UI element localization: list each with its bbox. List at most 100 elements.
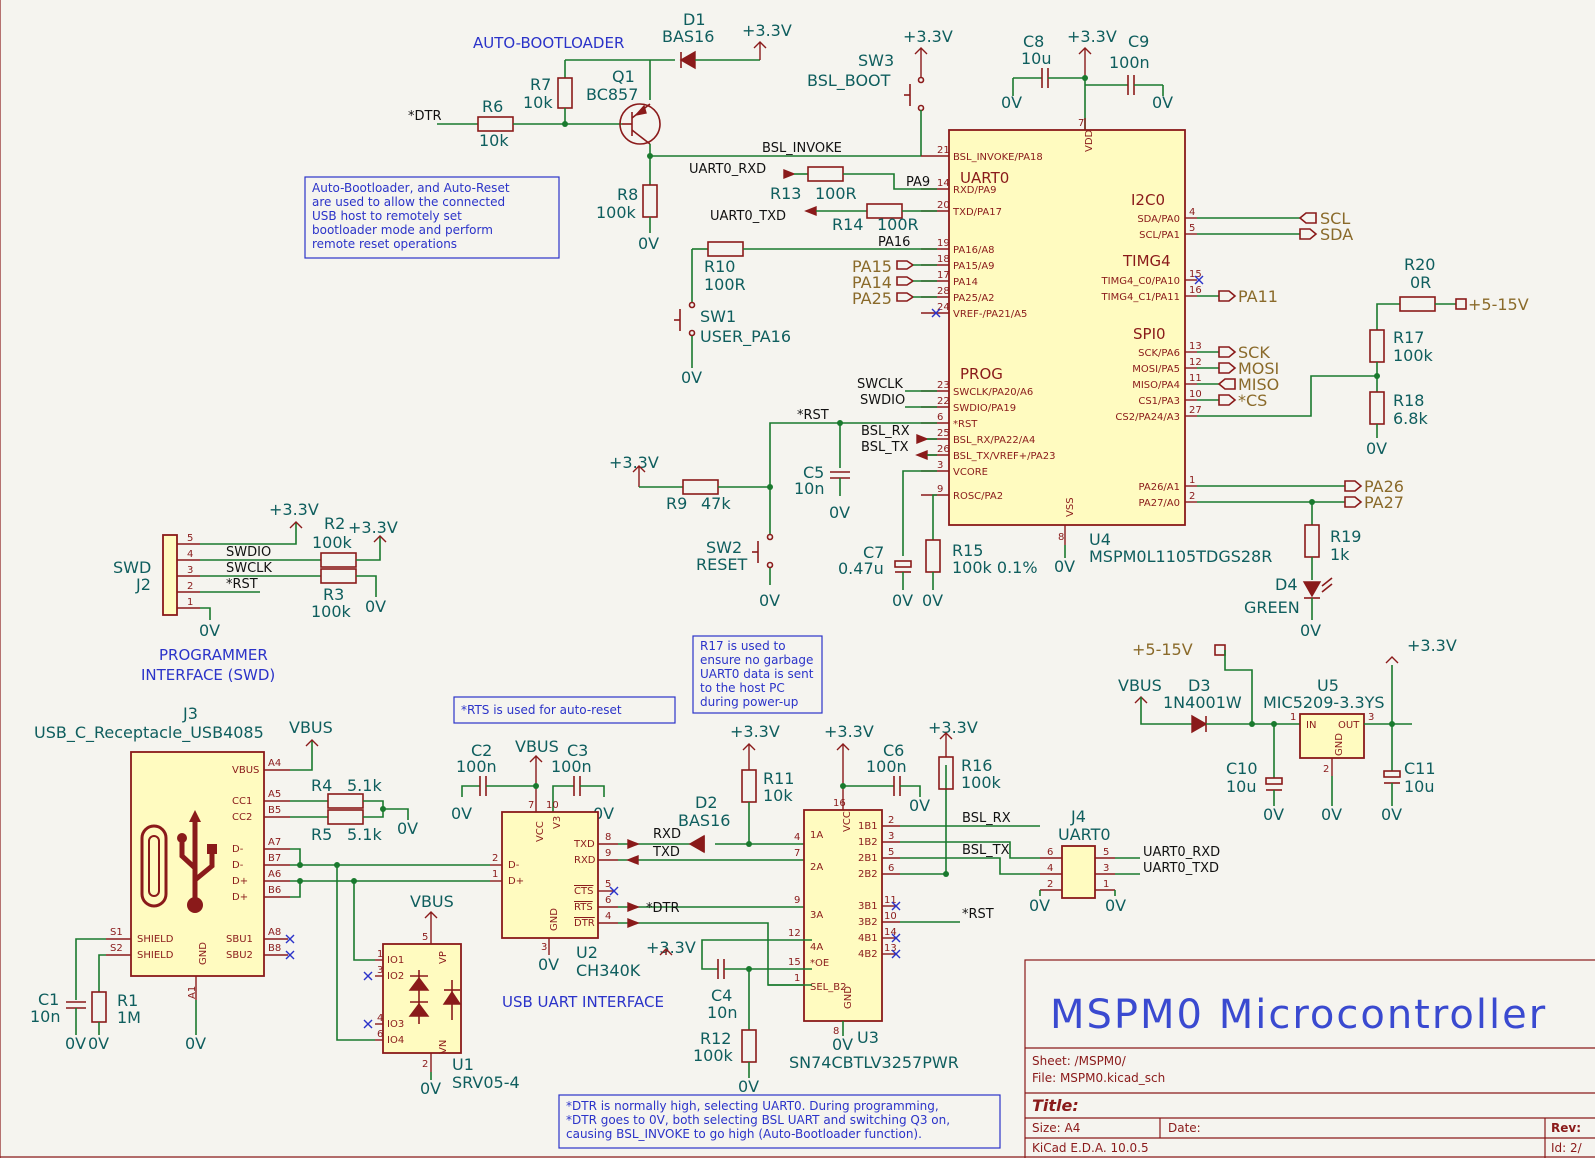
- svg-text:100R: 100R: [877, 215, 919, 234]
- svg-text:B8: B8: [268, 943, 281, 954]
- svg-text:0V: 0V: [829, 503, 850, 522]
- svg-text:13: 13: [884, 943, 897, 954]
- svg-text:3B2: 3B2: [858, 917, 878, 928]
- svg-text:SCK: SCK: [1238, 343, 1270, 362]
- u4-pin-num: 24: [937, 302, 950, 313]
- mux-u3: VCC GND 1A 2A 3A 4A *OE SEL_B2 1B1 1B2 2…: [788, 798, 900, 1037]
- svg-text:7: 7: [1078, 118, 1084, 129]
- power-vin-top: +5-15V: [1455, 295, 1529, 314]
- svg-text:GND: GND: [198, 942, 209, 965]
- svg-text:SBU2: SBU2: [226, 950, 253, 961]
- svg-text:*RST: *RST: [797, 408, 829, 423]
- svg-text:3B1: 3B1: [858, 901, 878, 912]
- capacitor-c5: C5 10n 0V: [794, 463, 850, 522]
- svg-text:11: 11: [884, 895, 897, 906]
- svg-text:PA11: PA11: [1238, 287, 1278, 306]
- svg-text:Auto-Bootloader, and Auto-Rese: Auto-Bootloader, and Auto-Reset: [312, 181, 510, 195]
- svg-text:10: 10: [884, 911, 897, 922]
- svg-text:0V: 0V: [832, 1035, 853, 1054]
- svg-text:Date:: Date:: [1168, 1121, 1201, 1135]
- svg-text:B7: B7: [268, 853, 281, 864]
- svg-text:CTS: CTS: [574, 886, 593, 897]
- svg-text:B6: B6: [268, 885, 281, 896]
- diode-d2: D2 BAS16: [678, 793, 730, 854]
- svg-text:100R: 100R: [815, 184, 857, 203]
- u4-pin-num: 18: [937, 254, 950, 265]
- svg-text:PA15: PA15: [852, 257, 892, 276]
- svg-text:A6: A6: [268, 869, 281, 880]
- svg-text:IO1: IO1: [387, 955, 404, 966]
- svg-text:RESET: RESET: [696, 555, 747, 574]
- svg-text:0V: 0V: [451, 804, 472, 823]
- svg-text:A4: A4: [268, 758, 281, 769]
- svg-text:MOSI: MOSI: [1238, 359, 1279, 378]
- capacitor-c1: C1 10n: [30, 990, 86, 1026]
- svg-text:100k: 100k: [693, 1046, 734, 1065]
- svg-text:D+: D+: [232, 892, 248, 903]
- svg-text:VSS: VSS: [1065, 497, 1076, 517]
- usb-icon: [177, 810, 217, 913]
- svg-text:8: 8: [833, 1026, 839, 1037]
- power-vbus-reg: VBUS: [1118, 676, 1192, 725]
- svg-text:A8: A8: [268, 927, 281, 938]
- svg-text:0V: 0V: [738, 1077, 759, 1096]
- svg-text:*RST: *RST: [962, 907, 994, 922]
- resistor-r5: R5 5.1k: [311, 809, 382, 844]
- svg-text:S2: S2: [110, 943, 123, 954]
- svg-text:10k: 10k: [523, 93, 553, 112]
- power-3v3-u3: +3.3V: [824, 722, 874, 810]
- svg-text:are used to allow the connecte: are used to allow the connected: [312, 195, 505, 209]
- svg-text:B5: B5: [268, 805, 281, 816]
- u4-pin-name: BSL_TX/VREF+/PA23: [953, 451, 1056, 462]
- svg-text:to the host PC: to the host PC: [700, 681, 785, 695]
- svg-text:6.8k: 6.8k: [1393, 409, 1428, 428]
- svg-text:3: 3: [541, 942, 547, 953]
- svg-text:5: 5: [422, 932, 428, 943]
- svg-text:R1: R1: [117, 991, 138, 1010]
- svg-text:6: 6: [377, 1029, 383, 1040]
- svg-text:BSL_INVOKE: BSL_INVOKE: [762, 141, 842, 156]
- svg-text:0V: 0V: [892, 591, 913, 610]
- svg-text:R20: R20: [1404, 255, 1435, 274]
- svg-text:CC1: CC1: [232, 796, 252, 807]
- hier-pa27: PA27: [1344, 493, 1404, 512]
- svg-text:SWCLK: SWCLK: [226, 561, 272, 576]
- power-3v3-u4: +3.3V: [1067, 27, 1117, 78]
- resistor-r12: R12 100k: [693, 1029, 757, 1065]
- svg-text:D+: D+: [508, 876, 524, 887]
- u4-pin-name: TIMG4_C0/PA10: [1101, 276, 1180, 287]
- svg-text:SRV05-4: SRV05-4: [452, 1073, 520, 1092]
- svg-text:CC2: CC2: [232, 812, 252, 823]
- svg-text:+5-15V: +5-15V: [1132, 640, 1193, 659]
- svg-text:10k: 10k: [479, 131, 509, 150]
- svg-text:0V: 0V: [65, 1034, 86, 1053]
- svg-text:4: 4: [794, 832, 800, 843]
- regulator-u5: U5 MIC5209-3.3YS IN OUT GND 1 3 2: [1263, 676, 1385, 776]
- svg-text:CH340K: CH340K: [576, 961, 641, 980]
- u4-pin-num: 23: [937, 380, 950, 391]
- svg-text:*DTR: *DTR: [646, 901, 679, 916]
- svg-text:10n: 10n: [794, 479, 825, 498]
- svg-text:10n: 10n: [30, 1007, 61, 1026]
- svg-text:UART0: UART0: [1058, 825, 1111, 844]
- hier-miso: MISO: [1217, 375, 1279, 394]
- svg-text:*DTR goes to 0V, both selectin: *DTR goes to 0V, both selecting BSL UART…: [566, 1113, 950, 1127]
- note-r17: R17 is used to ensure no garbage UART0 d…: [692, 635, 823, 714]
- svg-text:*RST: *RST: [226, 577, 258, 592]
- svg-text:1: 1: [794, 973, 800, 984]
- svg-text:J2: J2: [135, 575, 151, 594]
- svg-text:Id: 2/: Id: 2/: [1551, 1141, 1583, 1155]
- hier-pa14: PA14: [852, 273, 937, 292]
- svg-text:A7: A7: [268, 837, 281, 848]
- svg-text:0V: 0V: [922, 591, 943, 610]
- capacitor-c10: C10 10u: [1226, 759, 1283, 796]
- svg-text:S1: S1: [110, 927, 123, 938]
- svg-text:0V: 0V: [1263, 805, 1284, 824]
- u4-pin-num: 9: [937, 484, 943, 495]
- svg-text:VP: VP: [438, 951, 449, 964]
- u4-pin-num: 1: [1189, 475, 1195, 486]
- svg-text:1B1: 1B1: [858, 821, 878, 832]
- svg-text:8: 8: [605, 832, 611, 843]
- svg-text:U3: U3: [857, 1028, 879, 1047]
- svg-text:PA27: PA27: [1364, 493, 1404, 512]
